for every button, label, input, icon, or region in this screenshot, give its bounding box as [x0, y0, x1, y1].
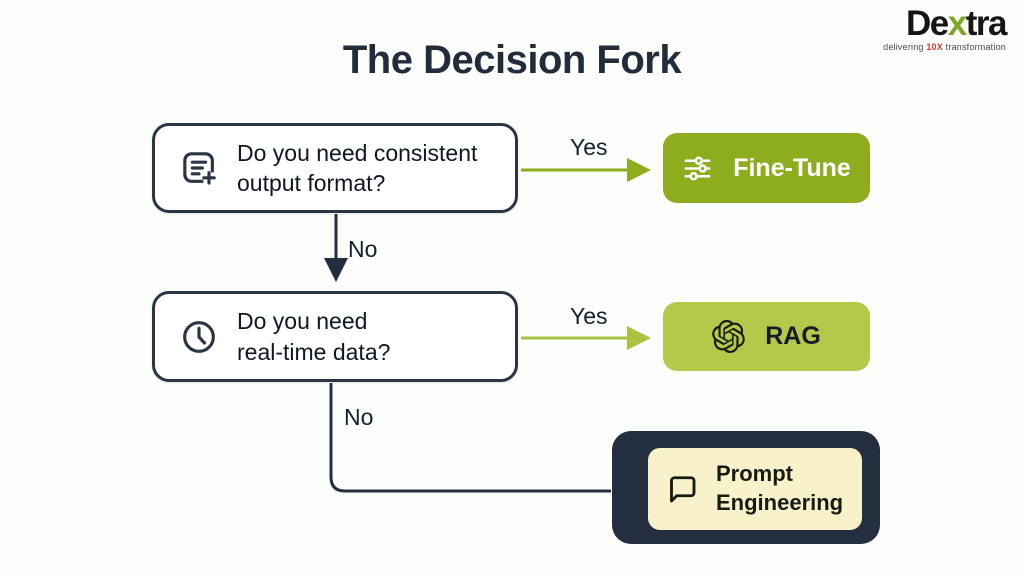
- note-add-icon: [179, 148, 219, 188]
- edge-label-yes-2: Yes: [570, 303, 608, 329]
- edge-label-yes-1: Yes: [570, 134, 608, 160]
- question1-line1: Do you need consistent: [237, 139, 478, 166]
- outcome-rag: RAG: [663, 302, 870, 371]
- tagline-highlight: 10X: [926, 42, 943, 52]
- outcome3-line2: Engineering: [716, 490, 844, 515]
- edge-label-no-2: No: [344, 404, 374, 430]
- question-text: Do you need real-time data?: [237, 306, 390, 367]
- page-title: The Decision Fork: [342, 38, 682, 82]
- outcome-fine-tune: Fine-Tune: [663, 133, 870, 203]
- question-text: Do you need consistent output format?: [237, 138, 477, 199]
- edge-label-no-1: No: [348, 236, 378, 262]
- outcome3-line1: Prompt: [716, 461, 793, 487]
- brand-suffix: tra: [965, 4, 1008, 43]
- no2-elbow: [329, 383, 611, 493]
- question2-line1: Do you need: [237, 308, 368, 335]
- question1-line2: output format?: [237, 170, 386, 196]
- outcome-label: Fine-Tune: [733, 153, 851, 182]
- brand-x: x: [947, 4, 967, 43]
- outcome-label: RAG: [765, 322, 821, 350]
- chat-bubble-icon: [664, 471, 700, 507]
- question2-line2: real-time data?: [237, 338, 391, 365]
- sliders-icon: [682, 153, 713, 184]
- question-box-realtime-data: Do you need real-time data?: [152, 291, 518, 382]
- logo-tagline: delivering 10X transformation: [883, 43, 1006, 52]
- tagline-suffix: transformation: [942, 42, 1006, 52]
- brand-prefix: De: [906, 4, 949, 43]
- tagline-prefix: delivering: [883, 42, 927, 52]
- dextra-wordmark: Dextra: [883, 4, 1008, 43]
- openai-icon: [712, 320, 745, 353]
- dextra-logo: Dextra delivering 10X transformation: [883, 4, 1008, 52]
- clock-icon: [179, 317, 219, 357]
- question-box-output-format: Do you need consistent output format?: [152, 123, 518, 213]
